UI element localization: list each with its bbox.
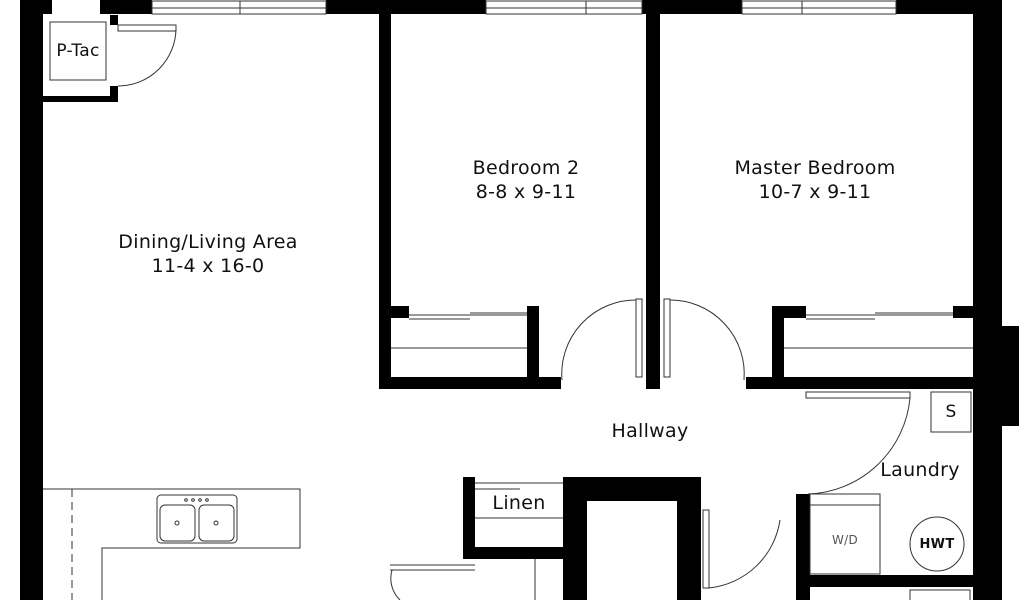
- room-dims-bedroom-2: 8-8 x 9-11: [475, 181, 577, 203]
- room-dims-dining-living: 11-4 x 16-0: [151, 255, 265, 277]
- room-name-laundry: Laundry: [880, 459, 960, 481]
- sink-label: S: [945, 402, 957, 422]
- washer-dryer-label: W/D: [831, 533, 859, 547]
- room-name-master-bedroom: Master Bedroom: [734, 157, 896, 179]
- room-name-linen: Linen: [492, 492, 546, 514]
- ptac-label: P-Tac: [56, 41, 100, 61]
- windows: [151, 0, 897, 15]
- walls: [20, 0, 1019, 600]
- room-name-dining-living: Dining/Living Area: [118, 231, 298, 253]
- room-name-bedroom-2: Bedroom 2: [472, 157, 580, 179]
- room-name-hallway: Hallway: [611, 420, 689, 442]
- room-dims-master-bedroom: 10-7 x 9-11: [758, 181, 872, 203]
- doors: [43, 21, 973, 600]
- hot-water-tank-label: HWT: [919, 537, 955, 552]
